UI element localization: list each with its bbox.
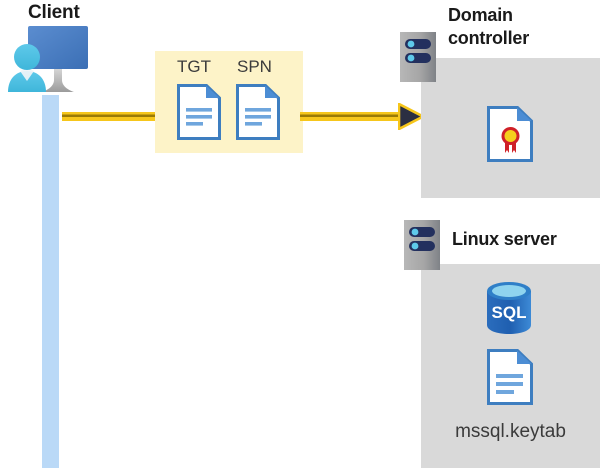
server-tower-icon: [404, 220, 440, 270]
document-icon: [236, 84, 280, 145]
user-workstation-icon: [6, 24, 98, 96]
sql-database-icon: SQL: [483, 281, 535, 340]
domain-controller-title: Domain controller: [448, 5, 530, 48]
client-title: Client: [28, 2, 80, 23]
arrow-line-right-segment: [300, 112, 403, 121]
arrow-head-icon: [397, 101, 426, 132]
tgt-label: TGT: [177, 57, 211, 76]
document-icon: [487, 349, 533, 410]
document-icon: [177, 84, 221, 145]
server-tower-icon: [400, 32, 436, 82]
keytab-file-label: mssql.keytab: [455, 421, 566, 442]
message-payload-box: TGT SPN: [155, 51, 303, 153]
arrow-line-left-segment: [62, 112, 157, 121]
linux-server-title: Linux server: [452, 229, 557, 249]
sql-icon-label: SQL: [492, 303, 527, 322]
spn-label: SPN: [237, 57, 272, 76]
client-lifeline: [42, 95, 59, 468]
certificate-document-icon: [487, 106, 533, 167]
